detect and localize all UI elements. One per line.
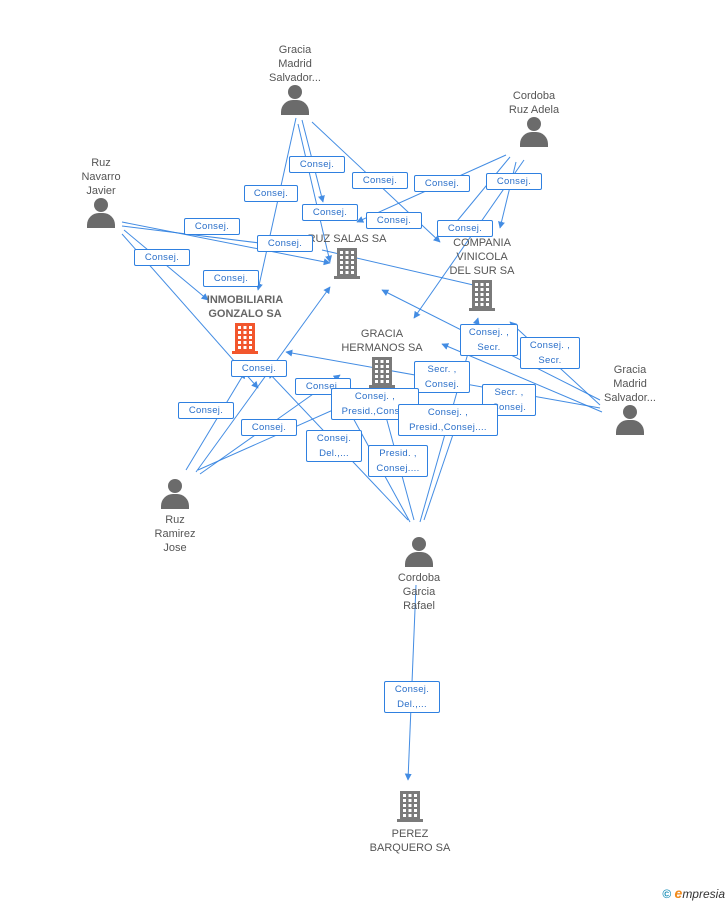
person-node[interactable]: Ruz Ramirez Jose — [105, 479, 245, 555]
person-icon — [160, 479, 190, 509]
node-label: GRACIA HERMANOS SA — [341, 328, 423, 354]
role-label[interactable]: Consej. — [352, 172, 408, 189]
company-node[interactable]: INMOBILIARIA GONZALO SA — [175, 293, 315, 355]
company-node[interactable]: RUZ SALAS SA — [277, 232, 417, 280]
relationship-edge — [297, 123, 332, 263]
role-label[interactable]: Consej. — [184, 218, 240, 235]
role-label[interactable]: Consej. — [302, 204, 358, 221]
company-node[interactable]: GRACIA HERMANOS SA — [312, 327, 452, 389]
building-icon — [232, 323, 258, 354]
node-label: Gracia Madrid Salvador... — [604, 364, 656, 404]
person-node[interactable]: Gracia Madrid Salvador... — [560, 363, 700, 435]
role-label[interactable]: Consej. — [231, 360, 287, 377]
node-label: INMOBILIARIA GONZALO SA — [206, 294, 284, 320]
company-node[interactable]: COMPANIA VINICOLA DEL SUR SA — [412, 236, 552, 312]
role-label[interactable]: Consej. — [241, 419, 297, 436]
node-label: RUZ SALAS SA — [307, 233, 387, 245]
person-node[interactable]: Cordoba Garcia Rafael — [349, 537, 489, 613]
building-icon — [334, 248, 360, 279]
role-label[interactable]: Consej. — [134, 249, 190, 266]
person-icon — [86, 198, 116, 228]
role-label[interactable]: Consej. — [244, 185, 298, 202]
node-label: Cordoba Garcia Rafael — [397, 572, 441, 612]
relationship-edge — [121, 221, 331, 266]
building-icon — [397, 791, 423, 822]
brand-name: mpresia — [682, 887, 725, 901]
person-node[interactable]: Cordoba Ruz Adela — [464, 89, 604, 147]
node-label: COMPANIA VINICOLA DEL SUR SA — [449, 237, 515, 277]
footer-brand: © empresia — [662, 885, 725, 901]
relationship-edge — [498, 161, 517, 229]
role-label[interactable]: Consej. , Secr. — [460, 324, 518, 356]
building-icon — [469, 280, 495, 311]
role-label[interactable]: Consej. — [437, 220, 493, 237]
person-icon — [519, 117, 549, 147]
role-label[interactable]: Consej. — [257, 235, 313, 252]
role-label[interactable]: Consej. — [366, 212, 422, 229]
role-label[interactable]: Consej. Del.,... — [306, 430, 362, 462]
person-node[interactable]: Gracia Madrid Salvador... — [225, 43, 365, 115]
role-label[interactable]: Consej. — [178, 402, 234, 419]
role-label[interactable]: Presid. , Consej.... — [368, 445, 428, 477]
relationship-edge — [195, 286, 331, 473]
node-label: PEREZ BARQUERO SA — [369, 828, 451, 854]
brand-e: e — [674, 885, 683, 901]
role-label[interactable]: Consej. Del.,... — [384, 681, 440, 713]
role-label[interactable]: Consej. — [486, 173, 542, 190]
person-icon — [280, 85, 310, 115]
role-label[interactable]: Consej. — [203, 270, 259, 287]
node-label: Cordoba Ruz Adela — [508, 90, 560, 116]
building-icon — [369, 357, 395, 388]
role-label[interactable]: Consej. , Secr. — [520, 337, 580, 369]
person-node[interactable]: Ruz Navarro Javier — [31, 156, 171, 228]
person-icon — [615, 405, 645, 435]
node-label: Gracia Madrid Salvador... — [269, 44, 321, 84]
role-label[interactable]: Consej. — [414, 175, 470, 192]
node-label: Ruz Navarro Javier — [81, 157, 121, 197]
relationship-edge — [447, 156, 511, 233]
relationship-edge — [185, 371, 246, 471]
node-label: Ruz Ramirez Jose — [154, 514, 196, 554]
relationship-edge — [255, 117, 297, 291]
role-label[interactable]: Consej. — [289, 156, 345, 173]
copyright-symbol: © — [662, 887, 672, 901]
company-node[interactable]: PEREZ BARQUERO SA — [340, 789, 480, 855]
person-icon — [404, 537, 434, 567]
role-label[interactable]: Secr. , Consej. — [414, 361, 470, 393]
role-label[interactable]: Consej. , Presid.,Consej.... — [398, 404, 498, 436]
